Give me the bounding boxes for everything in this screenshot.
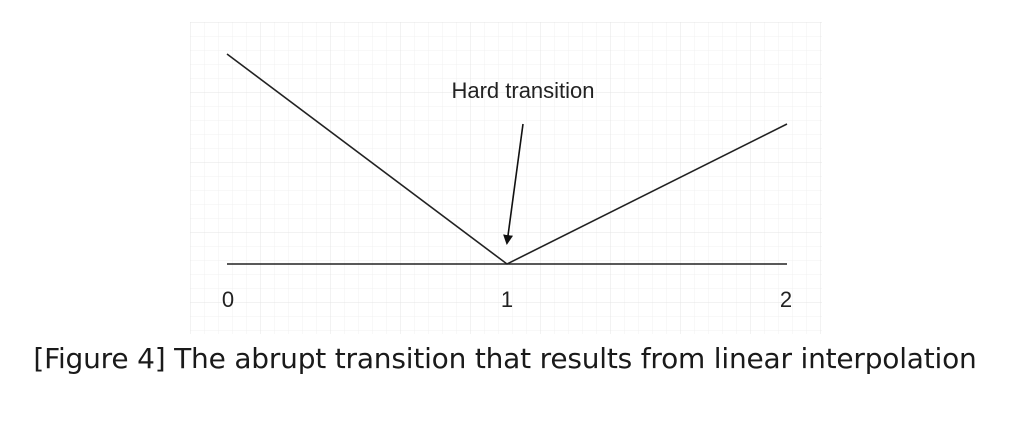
annotation-label: Hard transition: [451, 78, 594, 103]
annotation-arrow: [503, 123, 524, 245]
figure-caption: [Figure 4] The abrupt transition that re…: [33, 342, 977, 375]
x-tick-2: 2: [780, 287, 792, 312]
interpolation-curve: [226, 53, 788, 265]
grid-background: [190, 22, 822, 334]
x-tick-0: 0: [222, 287, 234, 312]
x-tick-1: 1: [501, 287, 513, 312]
